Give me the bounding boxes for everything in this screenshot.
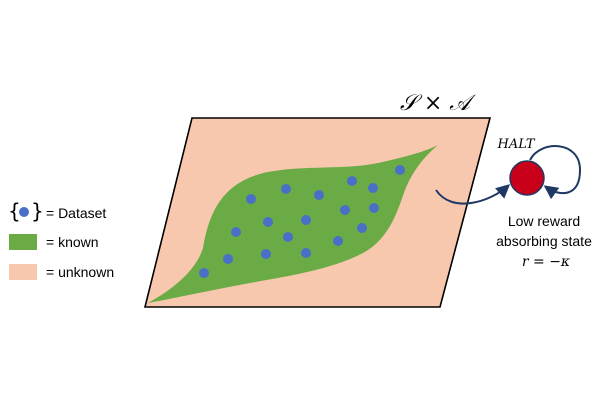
dataset-point bbox=[261, 249, 271, 259]
dataset-point bbox=[263, 217, 273, 227]
legend-brace-close: } bbox=[31, 199, 44, 223]
dataset-point bbox=[301, 215, 311, 225]
legend-unknown-label: = unknown bbox=[46, 264, 114, 280]
dataset-point bbox=[231, 227, 241, 237]
halt-caption-line1: Low reward bbox=[508, 213, 580, 229]
dataset-point bbox=[369, 203, 379, 213]
dataset-point bbox=[301, 248, 311, 258]
dataset-point bbox=[340, 205, 350, 215]
legend: { } = Dataset = known = unknown bbox=[8, 199, 114, 280]
halt-node bbox=[509, 160, 545, 196]
halt-caption-line3: r = −κ bbox=[522, 254, 570, 270]
space-label: 𝒮 × 𝒜 bbox=[400, 91, 476, 116]
legend-dataset-label: = Dataset bbox=[46, 205, 106, 221]
dataset-point bbox=[199, 268, 209, 278]
dataset-point bbox=[395, 165, 405, 175]
legend-brace-open: { bbox=[8, 199, 21, 223]
dataset-point bbox=[283, 232, 293, 242]
dataset-point bbox=[223, 254, 233, 264]
dataset-point bbox=[281, 184, 291, 194]
dataset-point bbox=[368, 183, 378, 193]
legend-unknown-swatch bbox=[9, 264, 37, 280]
known-region bbox=[148, 145, 438, 303]
halt-self-loop bbox=[529, 145, 582, 200]
transition-arrow bbox=[435, 184, 511, 205]
dataset-point bbox=[333, 236, 343, 246]
dataset-point bbox=[357, 223, 367, 233]
legend-known-label: = known bbox=[46, 234, 99, 250]
dataset-point bbox=[246, 194, 256, 204]
halt-caption-line2: absorbing state bbox=[496, 233, 592, 249]
dataset-point bbox=[314, 190, 324, 200]
halt-label: HALT bbox=[497, 137, 536, 152]
dataset-points bbox=[199, 165, 405, 278]
legend-known-swatch bbox=[9, 234, 37, 250]
legend-dataset-icon bbox=[19, 207, 29, 217]
dataset-point bbox=[347, 176, 357, 186]
